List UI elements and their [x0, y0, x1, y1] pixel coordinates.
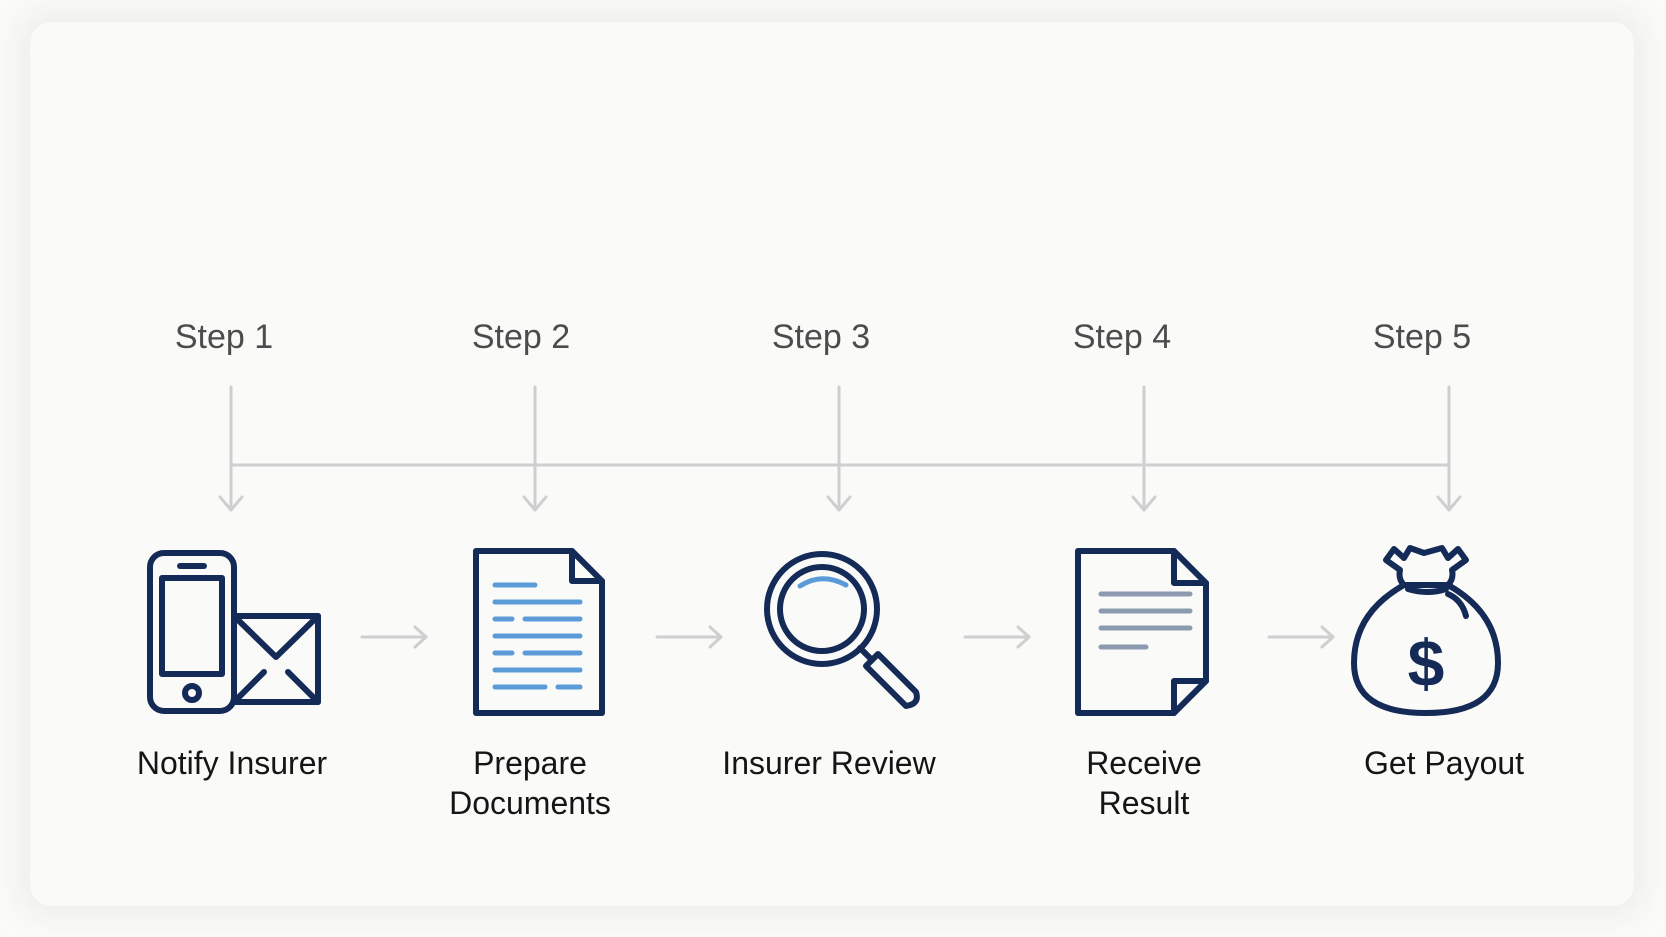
result-document-icon	[1075, 548, 1209, 716]
flow-arrow-1-2	[360, 625, 428, 649]
down-arrow-step-5	[1436, 385, 1462, 512]
money-bag-icon	[1351, 545, 1501, 716]
dollar-sign-icon: $	[1408, 626, 1445, 700]
document-icon	[473, 548, 605, 716]
magnifying-glass-icon	[764, 551, 920, 709]
down-arrow-step-1	[218, 385, 244, 512]
step-1-label: Step 1	[174, 318, 274, 356]
down-arrow-step-4	[1131, 385, 1157, 512]
step-5-name: Get Payout	[1363, 745, 1525, 781]
step-2-label: Step 2	[471, 318, 571, 356]
step-4-label: Step 4	[1072, 318, 1172, 356]
flow-arrow-2-3	[655, 625, 723, 649]
step-5-label: Step 5	[1372, 318, 1472, 356]
step-1-name: Notify Insurer	[136, 745, 328, 781]
step-3-label: Step 3	[771, 318, 871, 356]
step-2-name: Prepare Documents	[449, 745, 611, 821]
step-3-name: Insurer Review	[722, 745, 936, 781]
phone-and-envelope-icon	[147, 550, 321, 714]
down-arrow-step-2	[522, 385, 548, 512]
step-4-name: Receive Result	[1086, 745, 1202, 821]
down-arrow-step-3	[826, 385, 852, 512]
flow-arrow-4-5	[1267, 625, 1335, 649]
flow-arrow-3-4	[963, 625, 1031, 649]
